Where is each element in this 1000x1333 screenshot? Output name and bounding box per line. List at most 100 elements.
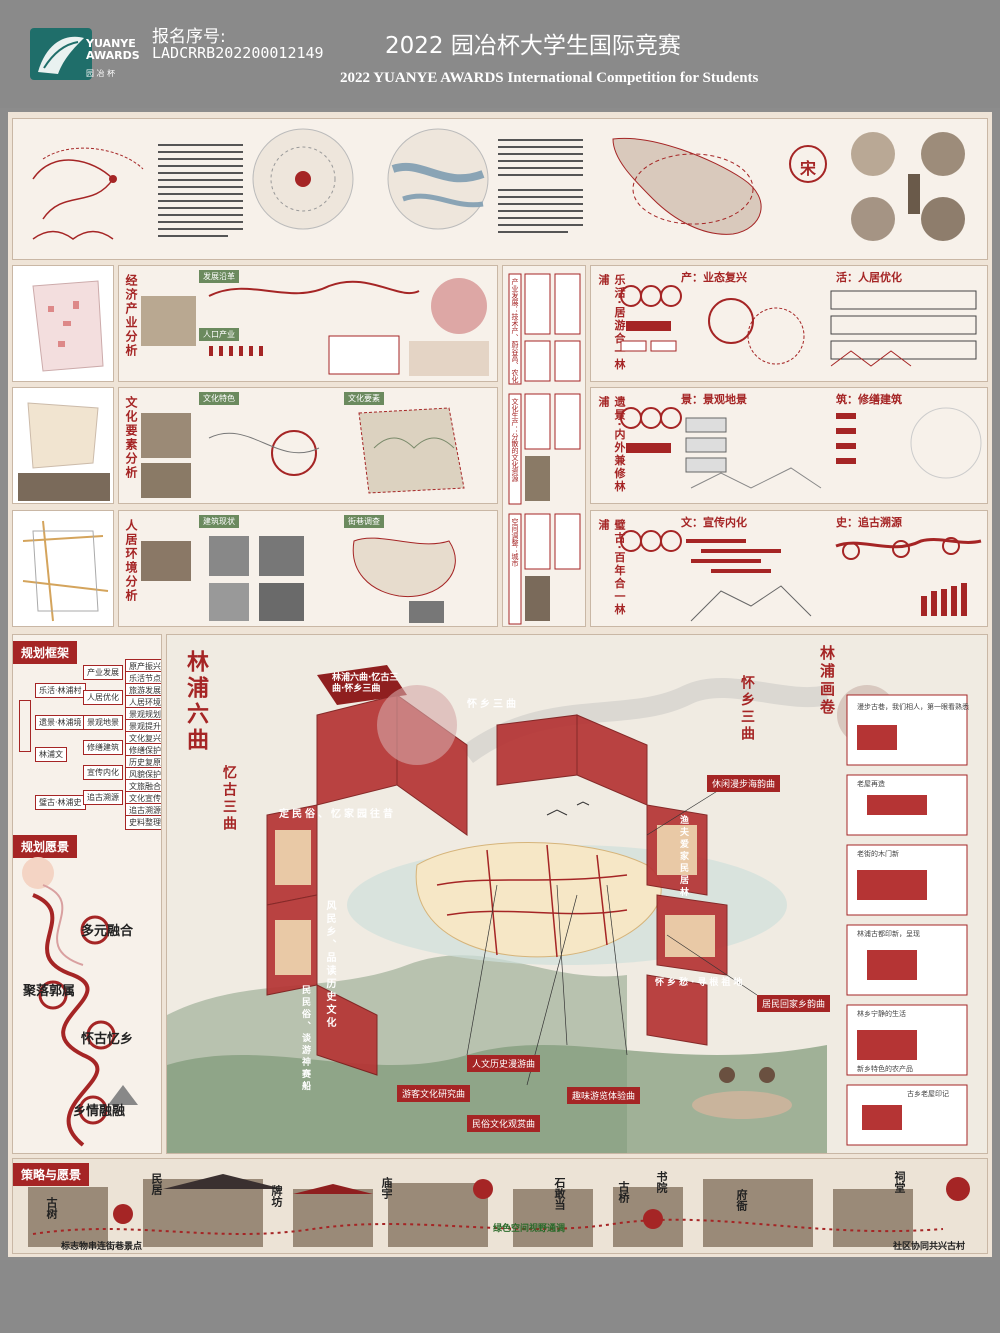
strategy-label-5: 石敢当 [553, 1177, 566, 1210]
logo-cn: 园 冶 杯 [86, 69, 116, 78]
leaf-logo-icon [38, 36, 84, 74]
registration-number: LADCRRB202200012149 [152, 44, 324, 62]
culture-sub2: 文化要素 [344, 392, 384, 405]
gallery-caption-7: 古乡老屋印记 [907, 1090, 949, 1098]
overview-graphics [32, 128, 965, 241]
bottom-margin [0, 1260, 1000, 1333]
habitat-title: 人居环境分析 [124, 519, 138, 603]
strategy-strip-graphics [28, 1174, 970, 1247]
ribbon-label-4: 怀乡三曲 [467, 699, 519, 710]
framework-item-5: 宣传内化 [83, 765, 123, 780]
strategy-title: 策略与愿景 [13, 1163, 90, 1186]
side-summary-panel: 产业发展：技术产、蔚谷高、农化 文化生产：分散的文化资源 空间调整：城市 [502, 265, 586, 627]
vision-item-2: 聚落郭属 [23, 984, 76, 999]
economy-graphics [141, 278, 489, 376]
side-label-1: 产业发展：技术产、蔚谷高、农化 [511, 278, 519, 383]
framework-item-6: 追古溯源 [83, 790, 123, 805]
gallery-caption-6: 新乡特色的农产品 [857, 1065, 913, 1073]
main-title-left: 林浦六曲 [183, 650, 208, 754]
side-label-3: 空间调整：城市 [511, 518, 519, 567]
strategy-label-8: 府衙 [735, 1189, 748, 1211]
framework-root [19, 700, 31, 752]
gallery-caption-2: 老屋再造 [857, 780, 885, 788]
vision-graphics [22, 857, 138, 1147]
strategy-graphics-1 [620, 285, 977, 367]
song-stamp: 宋 [800, 159, 817, 178]
main-sub-left: 忆古三曲 [221, 765, 237, 833]
gallery-caption-5: 林乡宁静的生活 [857, 1010, 906, 1018]
strategy-label-2: 民居 [150, 1173, 163, 1195]
framework-item-4: 修缮建筑 [83, 740, 123, 755]
strategy-caption-left: 标志物串连街巷景点 [61, 1242, 143, 1252]
planning-column: 规划框架 乐活·林浦村 遗景·林浦境 林浦文 璧古·林浦史 产业发展 人居优化 … [12, 634, 162, 1154]
strategy-label-1: 古树 [45, 1197, 58, 1219]
main-sub-right: 怀乡三曲 [739, 675, 755, 743]
framework-level-1: 乐活·林浦村 [35, 683, 86, 698]
framework-item-3: 景观地景 [83, 715, 123, 730]
habitat-sub2: 街巷调查 [344, 515, 384, 528]
logo-line1: YUANYE [86, 37, 136, 50]
strategy-panel-1: 乐活·居游合一林浦 产：业态复兴 活：人居优化 [590, 265, 988, 382]
framework-item-1: 产业发展 [83, 665, 123, 680]
gallery-caption-1: 漫步古巷，我们相人，第一眼看熟悉 [857, 703, 969, 711]
cube-top-text: 林浦六曲·忆古三曲·怀乡三曲 [332, 673, 399, 694]
title-cn: 2022 园冶杯大学生国际竞赛 [385, 33, 681, 59]
culture-sub1: 文化特色 [199, 392, 239, 405]
framework-title: 规划框架 [13, 641, 78, 664]
registration-label: 报名序号: [152, 27, 226, 47]
right-head-3r: 史：追古溯源 [836, 516, 902, 529]
side-label-2: 文化生产：分散的文化资源 [511, 398, 519, 482]
framework-item-2: 人居优化 [83, 690, 123, 705]
strategy-strip: 策略与愿景 古树 民居 牌坊 庙宇 石敢当 古桥 书院 府衙 祠堂 标志 [12, 1158, 988, 1254]
economy-sub1: 发展沿革 [199, 270, 239, 283]
callout-1: 休闲漫步海韵曲 [707, 775, 781, 792]
right-title-3: 璧古·百年合一林浦 [597, 519, 626, 617]
vision-title: 规划愿景 [13, 835, 78, 858]
callout-2: 人文历史漫游曲 [467, 1055, 541, 1072]
strategy-panel-2: 遗景·内外兼修林浦 景：景观地景 筑：修缮建筑 [590, 387, 988, 504]
main-title-right: 林浦画卷 [818, 645, 836, 717]
strategy-label-4: 庙宇 [380, 1177, 393, 1199]
site-map-1 [12, 265, 114, 382]
side-summary-graphics [508, 273, 581, 625]
gallery-caption-3: 老街的木门新 [857, 850, 899, 858]
culture-title: 文化要素分析 [124, 396, 138, 480]
habitat-sub1: 建筑现状 [199, 515, 239, 528]
logo-text: YUANYE AWARDS [86, 38, 140, 62]
strategy-graphics-2 [620, 407, 982, 489]
right-title-2: 遗景·内外兼修林浦 [597, 396, 626, 494]
main-illustration: 林浦六曲 忆古三曲 怀乡三曲 林浦画卷 林浦六曲·忆古三曲·怀乡三曲 定民俗、忆… [166, 634, 988, 1154]
right-head-1l: 产：业态复兴 [681, 271, 747, 284]
framework-level-4: 璧古·林浦史 [35, 795, 86, 810]
strategy-caption-right: 社区协同共兴古村 [893, 1242, 966, 1252]
right-head-2r: 筑：修缮建筑 [836, 393, 902, 406]
callout-6: 居民回家乡韵曲 [757, 995, 831, 1012]
strategy-label-7: 书院 [655, 1171, 668, 1193]
callout-5: 民俗文化观赏曲 [467, 1115, 541, 1132]
vision-item-4: 乡情融融 [73, 1104, 126, 1119]
right-head-1r: 活：人居优化 [836, 271, 902, 284]
right-head-2l: 景：景观地景 [681, 393, 747, 406]
site-map-2 [12, 387, 114, 504]
strategy-label-9: 祠堂 [893, 1171, 906, 1193]
header-bar: YUANYE AWARDS 园 冶 杯 报名序号: LADCRRB2022000… [0, 0, 1000, 108]
culture-analysis-panel: 文化要素分析 文化特色 文化要素 [118, 387, 498, 504]
habitat-analysis-panel: 人居环境分析 建筑现状 街巷调查 [118, 510, 498, 627]
title-en: 2022 YUANYE AWARDS International Competi… [340, 70, 759, 86]
gallery-caption-4: 林浦古都印新，呈现 [857, 930, 920, 938]
economy-sub2: 人口产业 [199, 328, 239, 341]
ribbon-label-3: 民民俗、谈游神赛船 [300, 985, 310, 1093]
top-overview-panel: 宋 [12, 118, 988, 260]
economy-analysis-panel: 经济产业分析 发展沿革 人口产业 [118, 265, 498, 382]
callout-3: 游客文化研究曲 [397, 1085, 471, 1102]
logo-line2: AWARDS [86, 49, 140, 62]
ribbon-label-7: 怀乡愁·寻根祖地 [655, 978, 746, 988]
framework-leaf-14: 史料整理 [125, 815, 161, 830]
strategy-panel-3: 璧古·百年合一林浦 文：宣传内化 史：追古溯源 [590, 510, 988, 627]
right-head-3l: 文：宣传内化 [681, 516, 747, 529]
culture-graphics [141, 407, 465, 498]
framework-level-3: 林浦文 [35, 747, 67, 762]
strategy-caption-mid: 绿色空间视野通调 [493, 1224, 566, 1234]
ribbon-label-1: 定民俗、忆家园往昔 [279, 809, 396, 820]
yuanye-logo [30, 28, 92, 80]
